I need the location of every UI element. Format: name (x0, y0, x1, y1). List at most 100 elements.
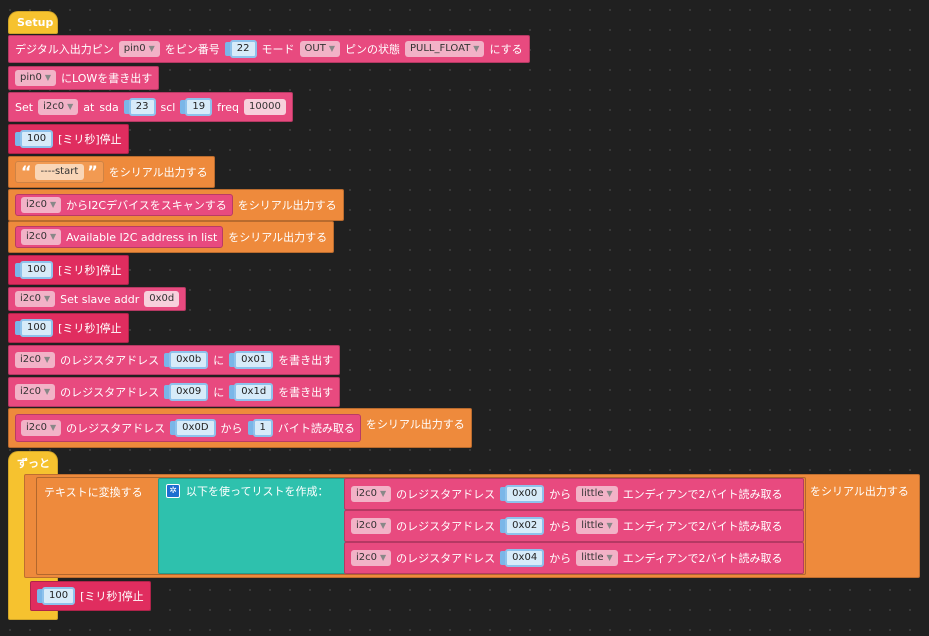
dropdown-value: pin0 (123, 43, 146, 54)
serial-print-block[interactable]: i2c0▼ のレジスタアドレス 0x0D から 1 バイト読み取る をシリアル出… (8, 408, 472, 448)
forever-loop-label: ずっと (17, 457, 50, 470)
dropdown-value: little (581, 488, 604, 499)
register-address-input[interactable]: 0x04 (500, 549, 545, 567)
block-text: [ミリ秒]停止 (80, 590, 144, 603)
string-value[interactable]: ----start (34, 164, 85, 180)
block-text: Set slave addr (60, 292, 140, 306)
i2c-write-register-block[interactable]: i2c0▼ のレジスタアドレス 0x09 に 0x1d を書き出す (8, 377, 341, 407)
endian-dropdown[interactable]: little▼ (576, 518, 618, 534)
mode-dropdown[interactable]: OUT▼ (299, 41, 340, 57)
number-value: 23 (128, 98, 156, 116)
register-value-input[interactable]: 0x01 (229, 351, 274, 369)
serial-print-block[interactable]: “ ----start ” をシリアル出力する (8, 156, 215, 188)
i2c-address-list-block[interactable]: i2c0▼ Available I2C address in list (15, 226, 224, 248)
delay-ms-input[interactable]: 100 (15, 261, 54, 279)
block-text: デジタル入出力ピン (15, 43, 114, 56)
i2c-bus-dropdown[interactable]: i2c0▼ (15, 352, 56, 368)
block-text: に (213, 354, 225, 367)
dropdown-value: i2c0 (356, 488, 378, 499)
setup-hat-block[interactable]: Setup (8, 11, 58, 34)
pin-dropdown[interactable]: pin0▼ (15, 70, 56, 86)
block-text: から (220, 422, 243, 435)
number-value: 0x02 (505, 517, 545, 535)
set-slave-addr-block[interactable]: i2c0▼ Set slave addr 0x0d (8, 287, 187, 311)
digital-pin-mode-block[interactable]: デジタル入出力ピン pin0▼ をピン番号 22 モード OUT▼ ピンの状態 … (8, 35, 530, 63)
endian-dropdown[interactable]: little▼ (576, 486, 618, 502)
byte-count-input[interactable]: 1 (247, 419, 273, 437)
pin-dropdown[interactable]: pin0▼ (118, 41, 160, 57)
serial-print-block[interactable]: i2c0▼ Available I2C address in list をシリア… (8, 221, 335, 253)
i2c-bus-dropdown[interactable]: i2c0▼ (15, 384, 56, 400)
block-text: に (213, 386, 225, 399)
block-text: ピンの状態 (344, 43, 400, 56)
create-list-block[interactable]: ✲ 以下を使ってリストを作成： (158, 478, 346, 574)
delay-block[interactable]: 100 [ミリ秒]停止 (30, 581, 151, 611)
i2c-read-2bytes-block[interactable]: i2c0▼ のレジスタアドレス 0x00 から little▼ エンディアンで2… (344, 478, 804, 510)
i2c-read-bytes-block[interactable]: i2c0▼ のレジスタアドレス 0x0D から 1 バイト読み取る (15, 414, 361, 442)
i2c-read-2bytes-block[interactable]: i2c0▼ のレジスタアドレス 0x04 から little▼ エンディアンで2… (344, 542, 804, 574)
scl-pin-input[interactable]: 19 (180, 98, 213, 116)
delay-block[interactable]: 100 [ミリ秒]停止 (8, 124, 129, 154)
pull-state-dropdown[interactable]: PULL_FLOAT▼ (404, 41, 485, 57)
delay-ms-input[interactable]: 100 (15, 319, 54, 337)
block-text: テキストに変換する (44, 486, 143, 499)
block-text: [ミリ秒]停止 (58, 322, 122, 335)
block-text: をピン番号 (164, 43, 220, 56)
register-address-input[interactable]: 0x02 (500, 517, 545, 535)
i2c-scan-block[interactable]: i2c0▼ からI2Cデバイスをスキャンする (15, 194, 233, 216)
i2c-bus-dropdown[interactable]: i2c0▼ (21, 420, 62, 436)
slave-addr-field[interactable]: 0x0d (144, 291, 180, 307)
delay-block[interactable]: 100 [ミリ秒]停止 (8, 313, 129, 343)
register-address-input[interactable]: 0x0b (164, 351, 209, 369)
block-text: scl (160, 100, 176, 114)
register-address-input[interactable]: 0x00 (500, 485, 545, 503)
i2c-bus-dropdown[interactable]: i2c0▼ (21, 197, 62, 213)
block-text: 以下を使ってリストを作成： (186, 485, 329, 498)
i2c-read-2bytes-block[interactable]: i2c0▼ のレジスタアドレス 0x02 から little▼ エンディアンで2… (344, 510, 804, 542)
chevron-down-icon: ▼ (44, 387, 51, 396)
block-text: モード (261, 43, 295, 56)
block-text: Available I2C address in list (66, 230, 218, 244)
chevron-down-icon: ▼ (67, 102, 74, 111)
digital-write-low-block[interactable]: pin0▼ にLOWを書き出す (8, 66, 160, 90)
delay-ms-input[interactable]: 100 (15, 130, 54, 148)
i2c-bus-dropdown[interactable]: i2c0▼ (351, 486, 392, 502)
dropdown-value: PULL_FLOAT (409, 43, 471, 54)
block-text: にLOWを書き出す (60, 72, 153, 85)
block-text: をシリアル出力する (237, 199, 337, 212)
chevron-down-icon: ▼ (606, 489, 613, 498)
i2c-bus-dropdown[interactable]: i2c0▼ (38, 99, 79, 115)
dropdown-value: i2c0 (26, 231, 48, 242)
dropdown-value: i2c0 (26, 199, 48, 210)
block-text: [ミリ秒]停止 (58, 264, 122, 277)
dropdown-value: i2c0 (43, 101, 65, 112)
block-text: のレジスタアドレス (396, 520, 496, 533)
delay-block[interactable]: 100 [ミリ秒]停止 (8, 255, 129, 285)
register-address-input[interactable]: 0x0D (170, 419, 216, 437)
block-text: [ミリ秒]停止 (58, 133, 122, 146)
i2c-bus-dropdown[interactable]: i2c0▼ (351, 518, 392, 534)
gear-icon[interactable]: ✲ (166, 484, 180, 498)
freq-field[interactable]: 10000 (244, 99, 286, 115)
i2c-setup-block[interactable]: Set i2c0▼ at sda 23 scl 19 freq 10000 (8, 92, 293, 122)
i2c-bus-dropdown[interactable]: i2c0▼ (351, 550, 392, 566)
number-value: 0x0D (175, 419, 216, 437)
register-address-input[interactable]: 0x09 (164, 383, 209, 401)
chevron-down-icon: ▼ (50, 200, 57, 209)
dropdown-value: i2c0 (20, 293, 42, 304)
serial-print-block[interactable]: i2c0▼ からI2Cデバイスをスキャンする をシリアル出力する (8, 189, 344, 221)
i2c-bus-dropdown[interactable]: i2c0▼ (21, 229, 62, 245)
i2c-write-register-block[interactable]: i2c0▼ のレジスタアドレス 0x0b に 0x01 を書き出す (8, 345, 341, 375)
endian-dropdown[interactable]: little▼ (576, 550, 618, 566)
number-value: 100 (20, 319, 54, 337)
block-text: からI2Cデバイスをスキャンする (66, 199, 227, 212)
register-value-input[interactable]: 0x1d (229, 383, 274, 401)
block-text: から (549, 488, 572, 501)
pin-number-input[interactable]: 22 (224, 40, 257, 58)
chevron-down-icon: ▼ (606, 521, 613, 530)
string-literal-block[interactable]: “ ----start ” (15, 161, 104, 183)
sda-pin-input[interactable]: 23 (123, 98, 156, 116)
i2c-bus-dropdown[interactable]: i2c0▼ (15, 291, 56, 307)
block-text: のレジスタアドレス (60, 386, 160, 399)
delay-ms-input[interactable]: 100 (37, 587, 76, 605)
